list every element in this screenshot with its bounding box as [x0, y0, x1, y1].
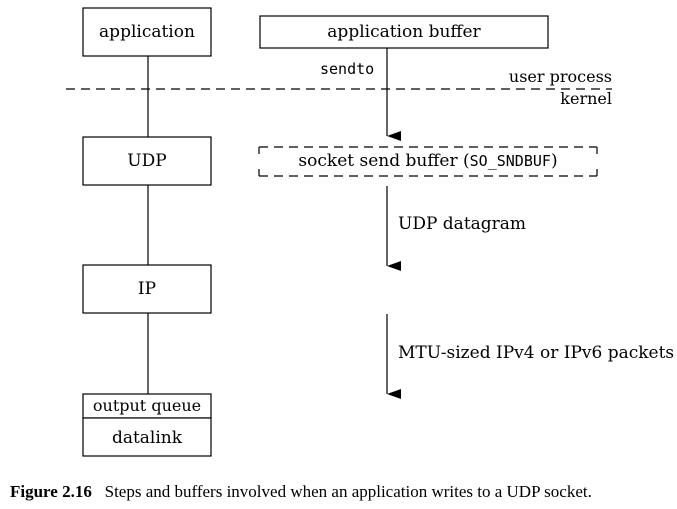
output-queue-label: output queue	[93, 396, 201, 415]
figure-caption-text: Steps and buffers involved when an appli…	[104, 482, 592, 501]
figure-caption: Figure 2.16 Steps and buffers involved w…	[10, 482, 670, 502]
user-process-label: user process	[509, 67, 612, 86]
so-sndbuf-option: SO_SNDBUF	[470, 152, 551, 170]
application-box	[82, 7, 212, 57]
socket-send-buffer-frame	[258, 146, 598, 177]
kernel-label: kernel	[560, 89, 612, 108]
udp-box	[82, 136, 212, 186]
sendto-label: sendto	[320, 60, 374, 78]
ip-label: IP	[138, 279, 156, 299]
socket-send-buffer-label: socket send buffer (SO_SNDBUF)	[298, 151, 557, 171]
datalink-label: datalink	[112, 428, 183, 448]
application-buffer-label: application buffer	[327, 22, 481, 42]
udp-label: UDP	[127, 151, 166, 171]
application-label: application	[99, 22, 195, 42]
udp-datagram-label: UDP datagram	[398, 214, 526, 234]
figure-number: Figure 2.16	[10, 482, 92, 501]
output-queue-box	[82, 393, 212, 419]
datalink-box	[82, 417, 212, 457]
application-buffer-box	[259, 15, 549, 49]
packets-label: MTU-sized IPv4 or IPv6 packets	[398, 343, 674, 363]
ip-box	[82, 264, 212, 314]
